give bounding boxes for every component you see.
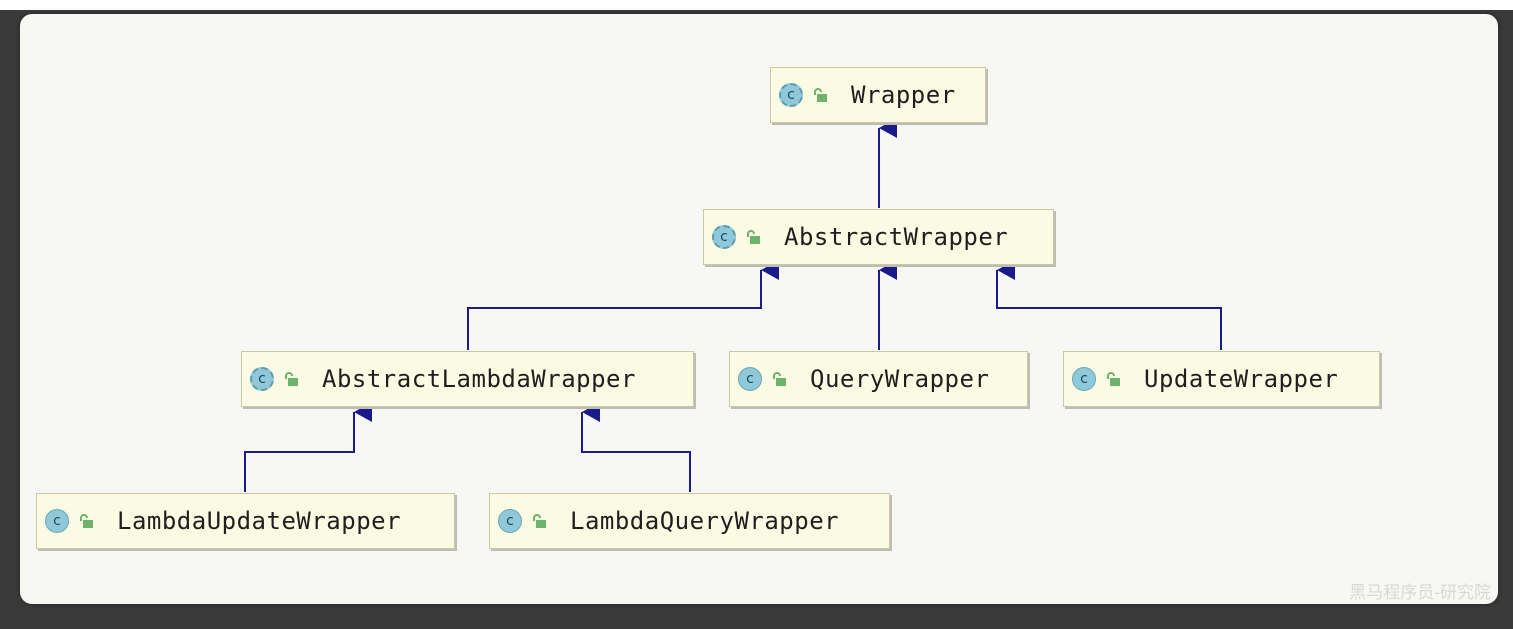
class-node-lambda-update-wrapper[interactable]: c LambdaUpdateWrapper [36, 493, 455, 549]
public-lock-icon [285, 372, 298, 386]
class-name: AbstractWrapper [784, 223, 1009, 251]
edge-lambdaupdatewrapper-to-abstractlambdawrapper [244, 402, 372, 492]
watermark: 黑马程序员-研究院 [1349, 583, 1491, 603]
abstract-class-icon: c [250, 367, 274, 391]
class-node-lambda-query-wrapper[interactable]: c LambdaQueryWrapper [489, 493, 890, 549]
class-name: Wrapper [851, 81, 956, 109]
class-icon: c [738, 367, 762, 391]
class-node-query-wrapper[interactable]: c QueryWrapper [729, 351, 1028, 407]
class-node-abstract-lambda-wrapper[interactable]: c AbstractLambdaWrapper [241, 351, 694, 407]
class-node-abstract-wrapper[interactable]: c AbstractWrapper [703, 209, 1054, 265]
class-node-update-wrapper[interactable]: c UpdateWrapper [1063, 351, 1380, 407]
class-name: AbstractLambdaWrapper [322, 365, 636, 393]
edge-updatewrapper-to-abstractwrapper [996, 260, 1222, 350]
public-lock-icon [773, 372, 786, 386]
abstract-class-icon: c [712, 225, 736, 249]
class-name: LambdaUpdateWrapper [117, 507, 402, 535]
public-lock-icon [814, 88, 827, 102]
class-icon: c [45, 509, 69, 533]
class-name: UpdateWrapper [1144, 365, 1339, 393]
public-lock-icon [80, 514, 93, 528]
class-name: LambdaQueryWrapper [570, 507, 840, 535]
public-lock-icon [533, 514, 546, 528]
class-icon: c [1072, 367, 1096, 391]
public-lock-icon [1107, 372, 1120, 386]
public-lock-icon [747, 230, 760, 244]
edge-abstractlambdawrapper-to-abstractwrapper [467, 260, 779, 350]
class-name: QueryWrapper [810, 365, 990, 393]
window-top-strip [0, 0, 1513, 10]
edge-lambdaquerywrapper-to-abstractlambdawrapper [581, 402, 691, 492]
abstract-class-icon: c [779, 83, 803, 107]
class-node-wrapper[interactable]: c Wrapper [770, 67, 986, 123]
class-icon: c [498, 509, 522, 533]
